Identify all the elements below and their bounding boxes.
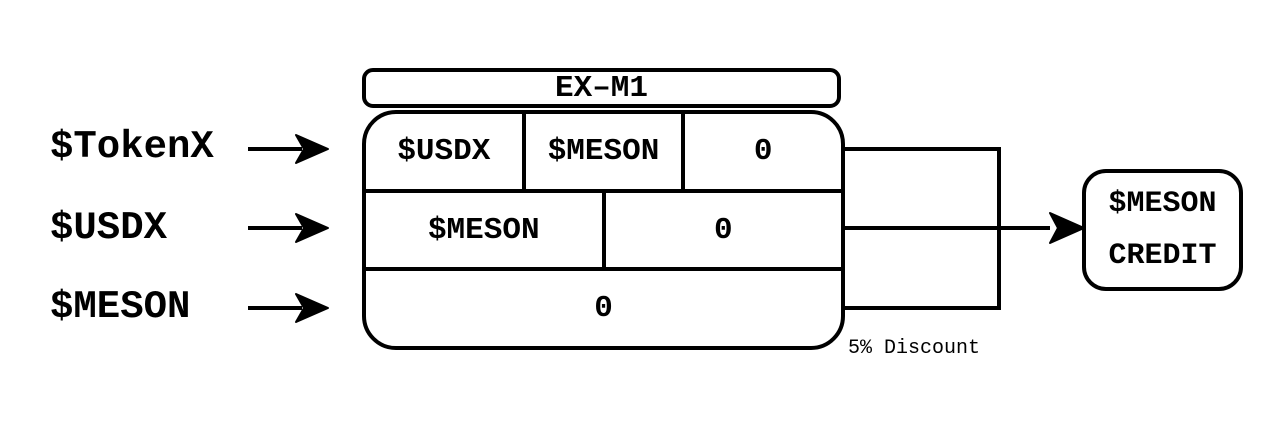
cell-row1-meson: $MESON	[521, 114, 682, 189]
input-label-tokenx-text: $TokenX	[50, 125, 214, 169]
input-label-tokenx: $TokenX	[50, 121, 214, 173]
exchange-box: $USDX $MESON 0 $MESON 0 0	[362, 110, 845, 350]
cell-row2-zero: 0	[601, 192, 842, 268]
exchange-title-box: EX–M1	[362, 68, 841, 108]
input-arrowhead-icon-tokenx	[295, 134, 329, 164]
input-arrowhead-icon-meson	[295, 293, 329, 323]
exchange-row-usdx: $MESON 0	[366, 188, 842, 268]
input-label-meson-text: $MESON	[50, 285, 191, 329]
credit-line-1: $MESON	[1108, 187, 1217, 221]
input-label-usdx-text: $USDX	[50, 206, 168, 250]
cell-row3-zero: 0	[594, 291, 613, 327]
cell-row1-usdx: $USDX	[397, 133, 491, 169]
output-arrowhead-icon	[1049, 212, 1085, 244]
input-label-usdx: $USDX	[50, 202, 167, 254]
exchange-row-meson: 0	[366, 267, 841, 346]
input-arrowhead-icon-usdx	[295, 213, 329, 243]
meson-credit-box: $MESON CREDIT	[1082, 169, 1243, 291]
cell-row1-zero: 0	[681, 114, 841, 189]
input-label-meson: $MESON	[50, 281, 190, 333]
credit-line-2: CREDIT	[1108, 239, 1217, 273]
cell-row2-meson: $MESON	[427, 212, 540, 248]
exchange-title: EX–M1	[554, 70, 648, 106]
discount-note: 5% Discount	[848, 337, 981, 360]
exchange-row-tokenx: $USDX $MESON 0	[366, 114, 841, 189]
